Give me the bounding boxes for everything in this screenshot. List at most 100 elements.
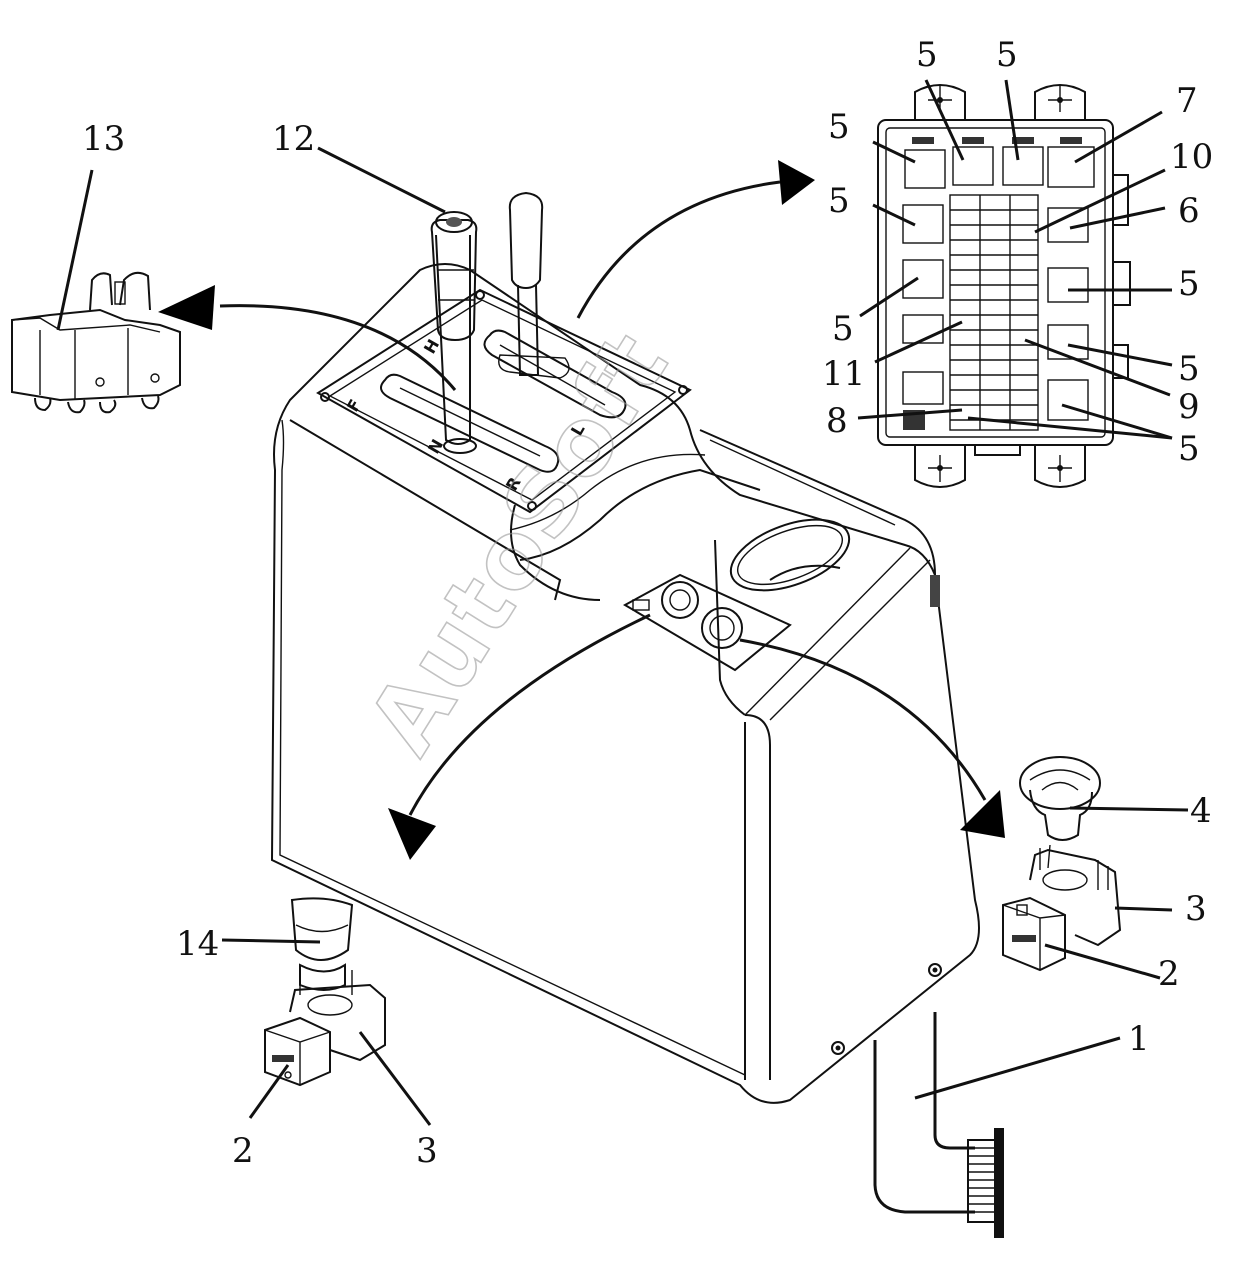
callout-3-right: 3 <box>1185 889 1207 929</box>
callout-4: 4 <box>1190 791 1212 831</box>
callout-8: 8 <box>826 401 848 441</box>
relay-top-tag-2 <box>962 137 984 144</box>
leader-11 <box>874 320 963 364</box>
estop-contact-edges <box>1002 904 1066 970</box>
arrow-to-emergency-stop-line <box>739 638 987 801</box>
leader-8 <box>857 408 963 420</box>
control-console <box>270 263 980 1104</box>
direction-lever <box>430 211 478 454</box>
harness-connector-flange <box>994 1128 1004 1238</box>
micro-switch-divider <box>39 328 129 400</box>
callout-labels: 13 12 5 5 5 7 5 10 6 5 5 11 5 9 8 5 4 3 … <box>82 35 1213 1171</box>
callout-5-left-3: 5 <box>832 309 854 349</box>
relay-left-4 <box>902 371 944 405</box>
console-top-rear-2 <box>709 439 896 526</box>
relay-top-tag-3 <box>1012 137 1034 144</box>
key-switch-inner <box>669 589 691 611</box>
ear-hole-4 <box>1057 465 1063 471</box>
micro-switch-terminals <box>34 395 160 414</box>
key-switch-knob <box>661 581 699 619</box>
fuse-box-outline <box>877 119 1114 446</box>
micro-switch-body <box>11 308 181 402</box>
leader-1 <box>914 1036 1121 1100</box>
cup-recess <box>729 518 851 592</box>
leader-4 <box>1069 806 1189 812</box>
leader-14 <box>221 938 321 944</box>
leader-2b <box>1044 943 1161 980</box>
fuse-bank <box>949 194 1039 431</box>
callout-5-top-mid: 5 <box>916 35 938 75</box>
emergency-stop-knob <box>701 607 743 649</box>
harness-wire-b <box>873 1040 975 1214</box>
cup-recess-inner <box>736 524 844 586</box>
console-body-inner <box>279 419 746 1076</box>
callout-1: 1 <box>1128 1019 1150 1059</box>
relay-top-1 <box>904 149 946 189</box>
leader-5d <box>872 203 916 227</box>
emergency-stop-assembly <box>1002 756 1122 972</box>
fuse-box-side-connector-3 <box>1113 344 1129 379</box>
micro-switch-roller-1 <box>89 272 113 311</box>
callout-5-left-2: 5 <box>828 181 850 221</box>
micro-switch-13 <box>11 271 181 414</box>
fuse-box-ear-bottom-right <box>1034 445 1086 488</box>
exploded-view-arrows <box>158 160 1005 860</box>
key-switch-pins <box>299 970 353 995</box>
estop-mount <box>1029 848 1122 947</box>
leader-3b <box>1114 906 1173 912</box>
key-switch-knob-body <box>290 897 354 961</box>
relay-top-tag-1 <box>912 137 934 144</box>
arrow-to-fuse-box-line <box>576 180 781 319</box>
leader-3a <box>358 1031 432 1126</box>
plate-screw-2 <box>475 290 485 300</box>
range-lever <box>498 191 570 379</box>
callout-2-right: 2 <box>1158 954 1180 994</box>
wire-harness <box>873 1012 1004 1238</box>
arrow-to-key-switch-line <box>408 613 651 816</box>
estop-contact-label <box>1012 935 1036 942</box>
micro-switch-hole-1 <box>95 377 105 387</box>
ear-hole-3 <box>937 465 943 471</box>
relay-left-1 <box>902 204 944 244</box>
arrow-to-fuse-box-head <box>778 160 815 205</box>
shift-plate-inner <box>328 299 677 501</box>
arrow-to-micro-switch-head <box>158 285 215 330</box>
callout-6: 6 <box>1178 191 1200 231</box>
relay-top-2 <box>952 146 994 186</box>
key-switch-contact-label <box>272 1055 294 1062</box>
fuse-box-side-connector-2 <box>1113 261 1131 306</box>
range-lever-base <box>498 354 570 379</box>
callout-12: 12 <box>272 119 315 159</box>
range-lever-shaft <box>517 284 540 376</box>
key-switch-mount <box>289 983 386 1062</box>
plate-screw-3 <box>678 385 688 395</box>
callout-10: 10 <box>1170 137 1213 177</box>
leader-5a <box>872 140 916 164</box>
slot-label-h: H <box>420 336 443 357</box>
estop-contact-block <box>1002 896 1066 972</box>
leader-9 <box>1024 338 1171 397</box>
console-saddle-2 <box>509 453 706 531</box>
key-switch-mount-ring <box>307 994 353 1016</box>
leader-2a <box>248 1064 290 1119</box>
key-switch-contact-block <box>264 1016 331 1087</box>
console-bolt-1 <box>928 963 942 977</box>
relay-right-4 <box>1047 379 1089 421</box>
fuse-box-ear-top-left <box>914 84 966 120</box>
ear-hole-1 <box>937 97 943 103</box>
callout-14: 14 <box>176 924 219 964</box>
console-bolt-1-center <box>932 967 938 973</box>
callout-7: 7 <box>1176 81 1198 121</box>
callout-11: 11 <box>822 354 865 394</box>
range-lever-grip <box>508 191 544 290</box>
leader-5b <box>924 79 965 161</box>
range-slot-inner <box>499 344 606 406</box>
callout-3-left: 3 <box>416 1131 438 1171</box>
estop-mount-ring <box>1042 869 1088 891</box>
key-switch-knob-ring <box>295 924 349 933</box>
recess-cable <box>769 564 841 581</box>
leader-10 <box>1034 168 1166 234</box>
leader-7 <box>1074 110 1163 164</box>
